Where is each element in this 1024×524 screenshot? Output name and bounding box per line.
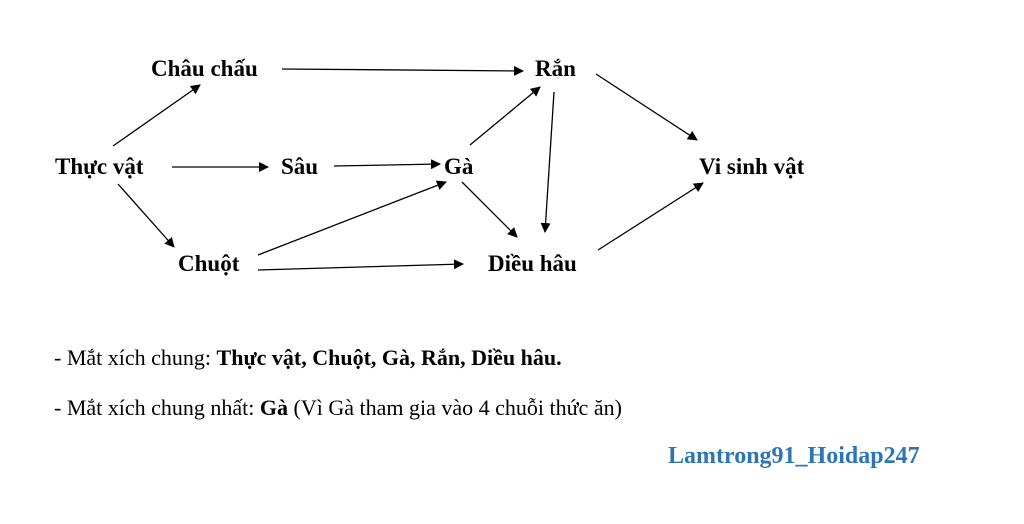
note-common-links: - Mắt xích chung: Thực vật, Chuột, Gà, R…: [54, 345, 562, 371]
node-ga: Gà: [444, 154, 474, 179]
note-most-common-link-reason: (Vì Gà tham gia vào 4 chuỗi thức ăn): [288, 395, 622, 420]
note-common-links-prefix: - Mắt xích chung:: [54, 345, 217, 370]
node-ran: Rắn: [535, 56, 576, 81]
edge-ga-to-dieu-hau: [461, 181, 518, 238]
edge-thuc-vat-to-chuot: [117, 183, 175, 248]
node-chuot: Chuột: [178, 251, 240, 276]
node-thuc-vat: Thực vật: [55, 154, 144, 179]
edge-ran-to-dieu-hau: [540, 91, 555, 233]
note-common-links-list: Thực vật, Chuột, Gà, Rắn, Diều hâu.: [216, 345, 562, 370]
edge-ga-to-ran: [469, 86, 541, 146]
node-vi-sinh-vat: Vi sinh vật: [699, 154, 805, 179]
author-watermark: Lamtrong91_Hoidap247: [668, 443, 920, 469]
food-web-diagram: Châu chấu Rắn Thực vật Sâu Gà Vi sinh vậ…: [55, 56, 805, 276]
edge-sau-to-ga: [333, 159, 441, 170]
edge-thuc-vat-to-chau-chau: [112, 84, 201, 147]
edge-chuot-to-dieu-hau: [257, 259, 464, 271]
note-most-common-link: - Mắt xích chung nhất: Gà (Vì Gà tham gi…: [54, 395, 622, 421]
edge-ran-to-vi-sinh-vat: [595, 73, 698, 141]
node-sau: Sâu: [281, 154, 318, 179]
note-most-common-link-prefix: - Mắt xích chung nhất:: [54, 395, 260, 420]
note-most-common-link-value: Gà: [259, 395, 289, 420]
node-chau-chau: Châu chấu: [151, 56, 258, 81]
node-dieu-hau: Diều hâu: [488, 251, 577, 276]
edge-dieu-hau-to-vi-sinh-vat: [597, 182, 704, 251]
edge-chuot-to-ga: [257, 180, 447, 256]
edge-chau-chau-to-ran: [281, 65, 524, 76]
